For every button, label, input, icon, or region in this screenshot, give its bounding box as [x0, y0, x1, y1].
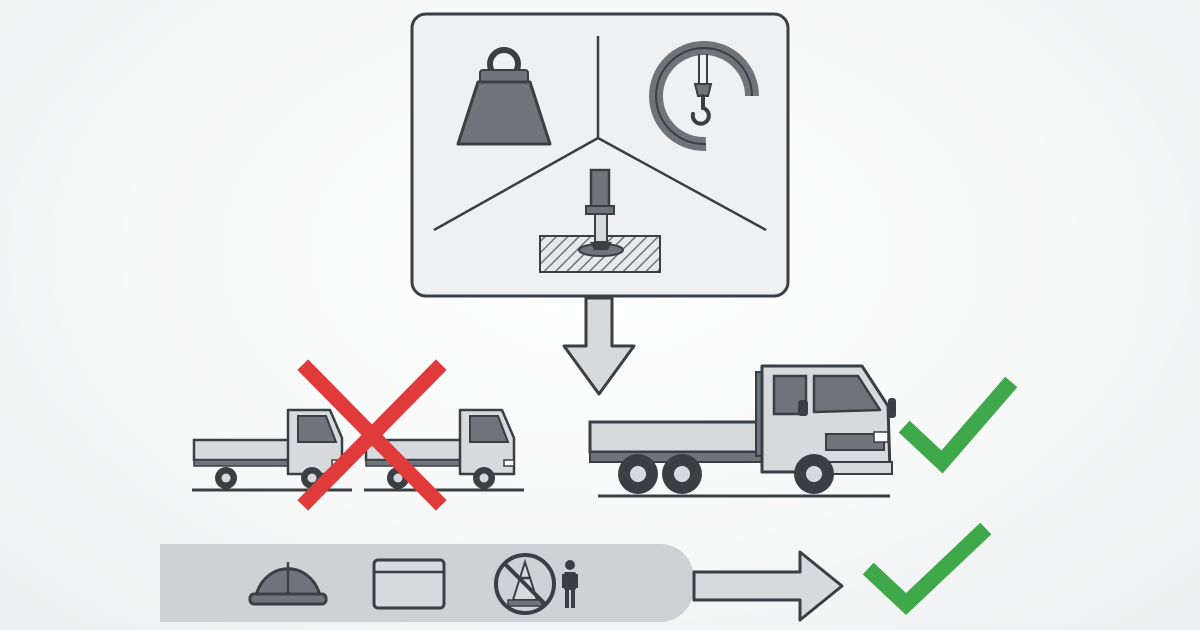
hard-hat-icon — [248, 562, 328, 606]
large-flatbed-truck-icon — [588, 364, 896, 498]
outrigger-pad-icon — [539, 168, 661, 273]
down-arrow-icon — [562, 296, 636, 396]
person-icon — [562, 560, 578, 608]
green-check-icon — [862, 522, 992, 615]
permit-card-icon — [372, 558, 446, 610]
crane-hook-icon — [649, 41, 759, 152]
weight-icon — [456, 47, 552, 146]
no-entry-cone-icon — [494, 553, 556, 615]
arrow-right-icon — [692, 550, 844, 622]
red-x-icon — [297, 359, 447, 511]
small-flatbed-truck-icon — [192, 408, 352, 492]
green-check-icon — [898, 376, 1018, 474]
